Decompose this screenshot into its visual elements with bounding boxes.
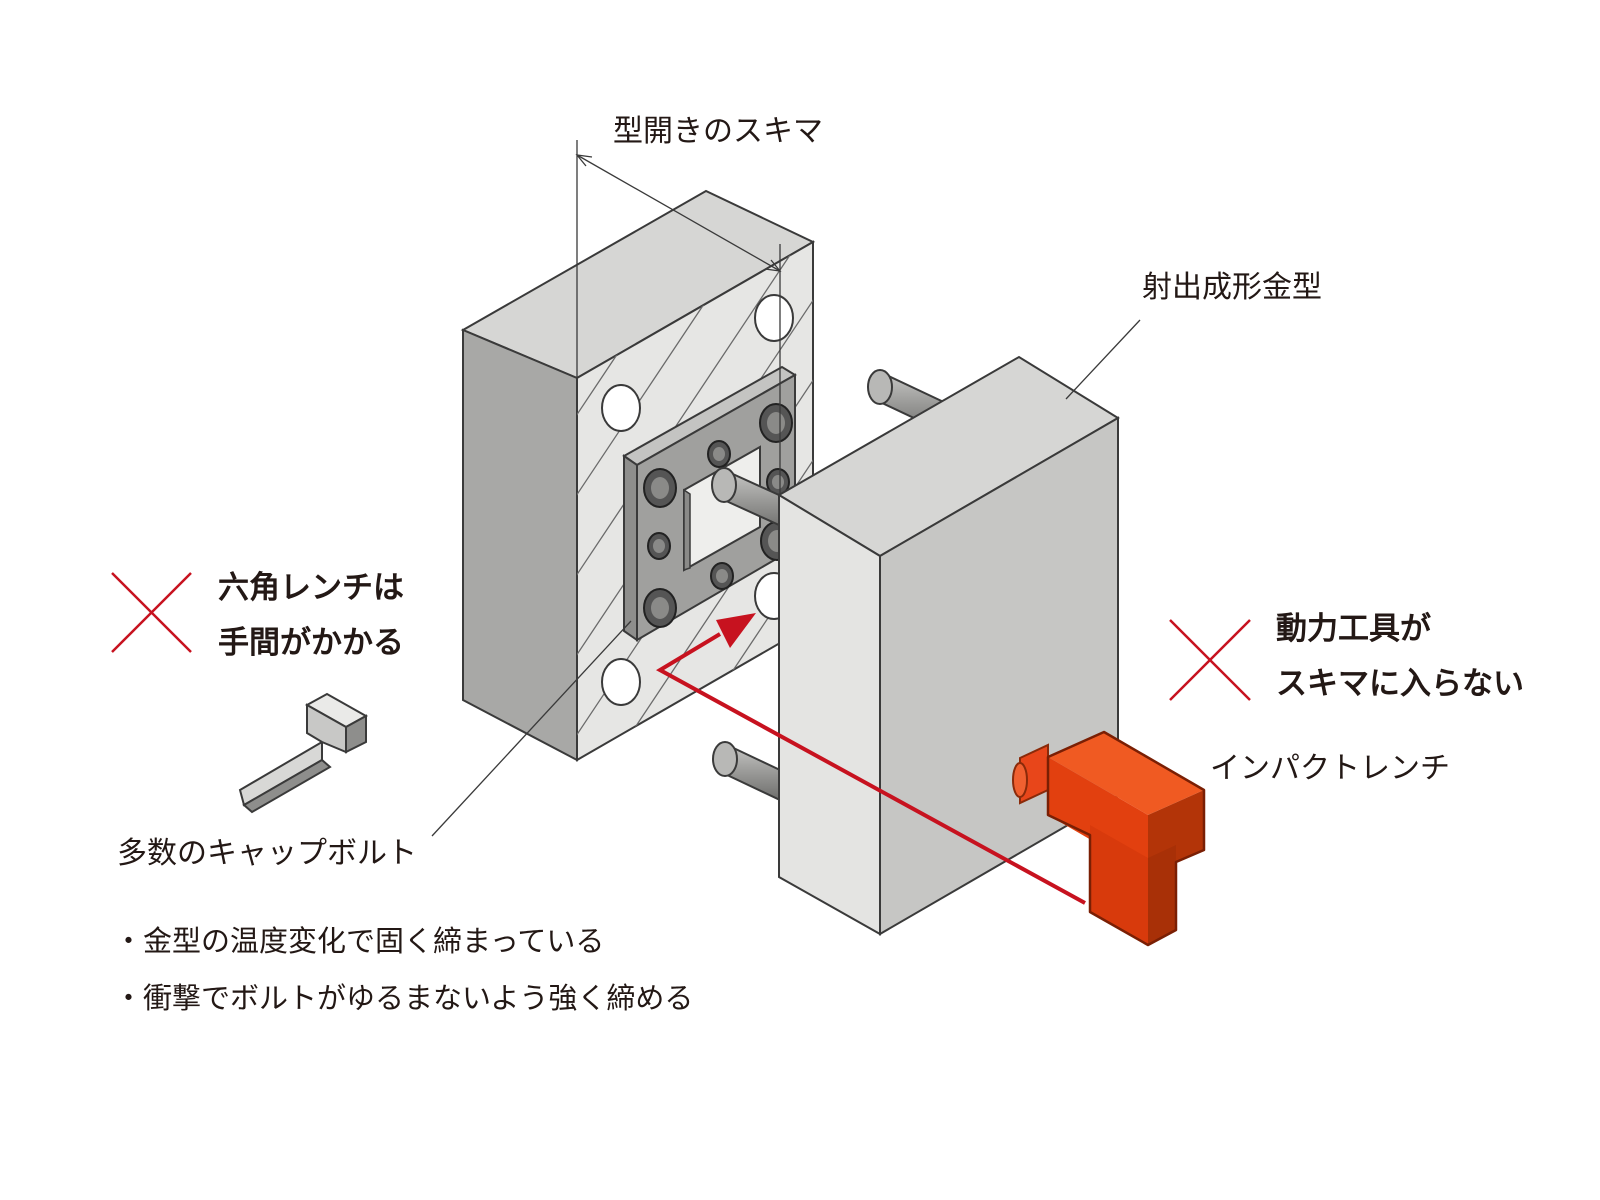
mold-label: 射出成形金型 [1142, 270, 1322, 305]
gap-dimension [575, 140, 782, 495]
power-tool-ng-label-line2: スキマに入らない [1276, 666, 1524, 702]
right-mold-half [777, 355, 1120, 936]
cap-bolt [643, 588, 677, 628]
guide-pin-lower [712, 741, 781, 802]
cap-bolt [643, 468, 677, 508]
left-mold-half [460, 189, 816, 762]
cap-bolts-label: 多数のキャップボルト [117, 836, 417, 871]
ng-mark-power-tool [1169, 619, 1251, 701]
impact-wrench-label: インパクトレンチ [1210, 751, 1450, 786]
bullet-item: ・衝撃でボルトがゆるまないよう強く締める [114, 981, 694, 1015]
impact-wrench [1012, 730, 1206, 947]
gap-label: 型開きのスキマ [613, 114, 823, 149]
inner-plate [622, 365, 797, 642]
cap-bolt [759, 403, 793, 443]
access-arrow [655, 613, 1086, 905]
power-tool-ng-label-line1: 動力工具が [1276, 611, 1431, 647]
leader-lines [431, 319, 1141, 837]
guide-holes [601, 294, 794, 706]
ng-mark-hex-wrench [111, 572, 192, 653]
hex-wrench-ng-label-line2: 手間がかかる [218, 625, 404, 661]
cap-bolt [647, 532, 671, 560]
cap-bolt [707, 440, 731, 468]
cap-bolt [710, 562, 734, 590]
hex-wrench-ng-label-line1: 六角レンチは [218, 570, 404, 606]
bullet-item: ・金型の温度変化で固く締まっている [114, 924, 605, 958]
hex-wrench [238, 692, 369, 814]
guide-pin-center [711, 467, 791, 532]
